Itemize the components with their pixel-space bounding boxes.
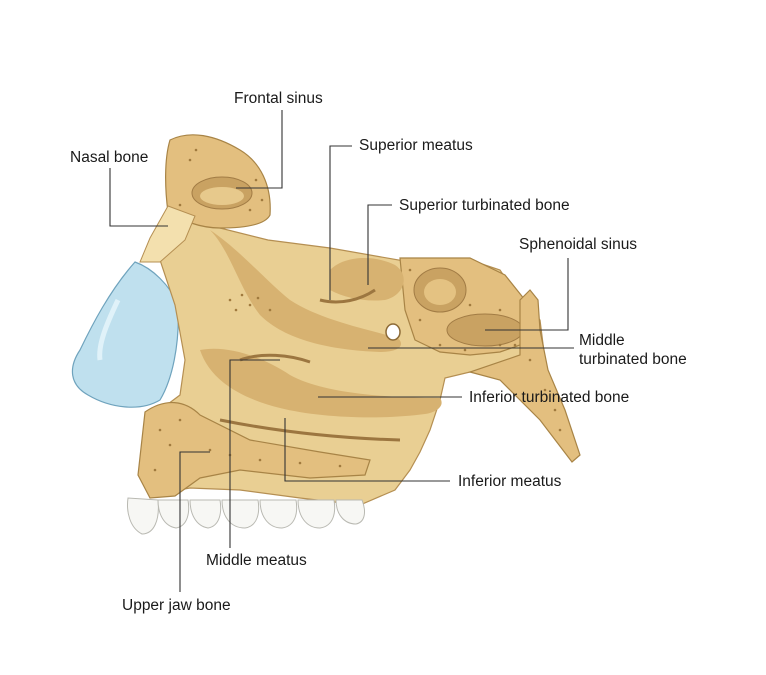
label-superior-meatus: Superior meatus (359, 137, 473, 154)
leader-lines (109, 110, 574, 592)
leader-frontal-sinus (236, 110, 283, 189)
label-sphenoidal-sinus: Sphenoidal sinus (519, 236, 638, 253)
label-middle-meatus: Middle meatus (206, 552, 307, 569)
leader-nasal-bone (109, 168, 168, 227)
inferior-meatus-groove (219, 418, 401, 442)
sphenopalatine-foramen (385, 323, 401, 341)
superior-meatus-groove (319, 288, 376, 304)
teeth (127, 497, 365, 535)
label-superior-turbinated-bone: Superior turbinated bone (399, 197, 570, 214)
frontal-sinus-inner (200, 187, 244, 205)
middle-meatus-groove (239, 353, 311, 364)
middle-turbinate-shape (210, 230, 401, 352)
leader-superior-turbinated-bone (367, 204, 392, 285)
label-upper-jaw-bone: Upper jaw bone (122, 597, 231, 614)
nasal-cartilage-highlight (97, 298, 121, 361)
nasal-bone-shape (139, 205, 196, 263)
leader-superior-meatus (329, 145, 352, 300)
leader-inferior-meatus (284, 418, 450, 482)
label-middle-turbinated-bone-line1: Middle (579, 332, 625, 349)
leader-sphenoidal-sinus (485, 258, 569, 331)
upper-jaw-bone-shape (137, 401, 371, 499)
bone-texture (153, 148, 562, 472)
superior-turbinate-shape (330, 258, 404, 301)
sphenoidal-sinus-inner (424, 279, 456, 305)
label-middle-turbinated-bone-line2: turbinated bone (579, 351, 687, 368)
pterygoid-process (467, 289, 581, 463)
inferior-turbinate-shape (200, 348, 442, 418)
label-inferior-meatus: Inferior meatus (458, 473, 562, 490)
leader-upper-jaw-bone (179, 451, 210, 592)
nasal-cartilage (71, 261, 179, 408)
label-nasal-bone: Nasal bone (70, 149, 149, 166)
label-frontal-sinus: Frontal sinus (234, 90, 323, 107)
label-inferior-turbinated-bone: Inferior turbinated bone (469, 389, 630, 406)
leader-middle-meatus (229, 359, 280, 548)
